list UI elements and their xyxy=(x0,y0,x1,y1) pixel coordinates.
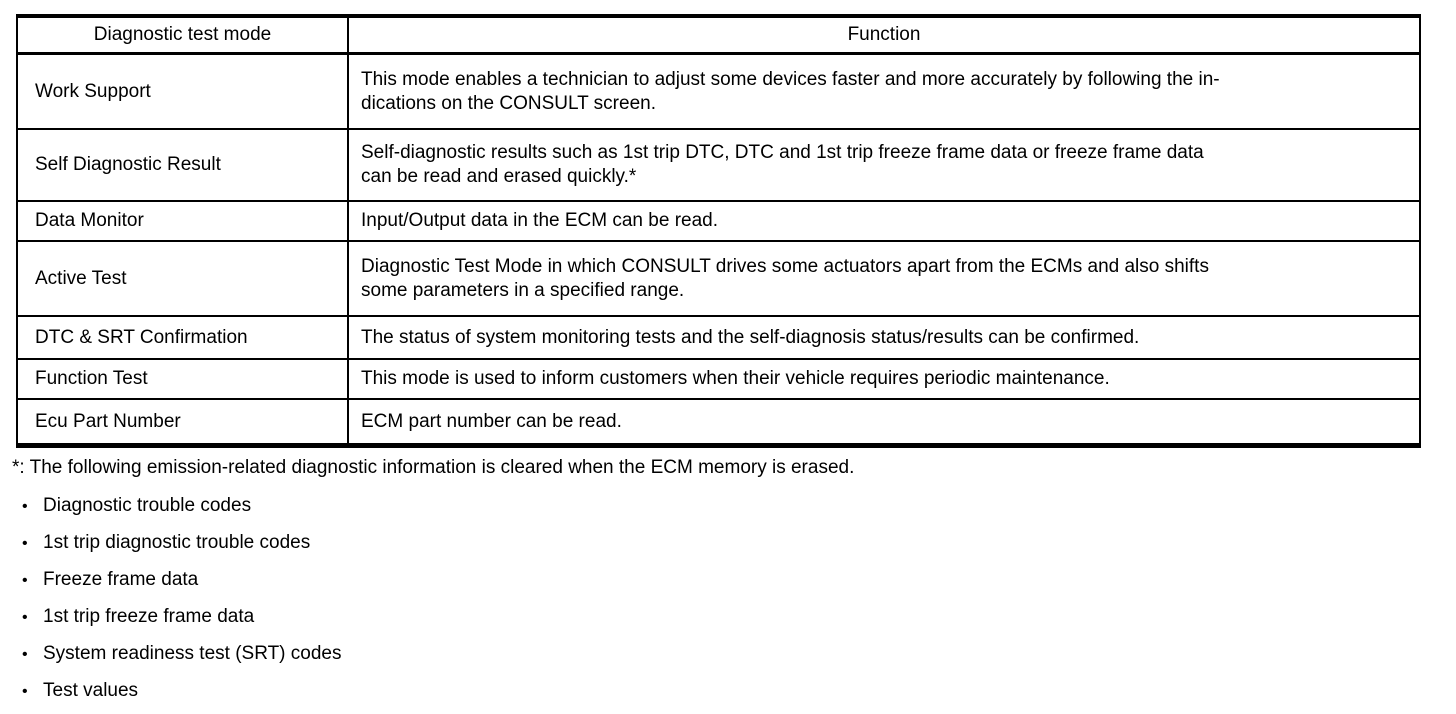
list-item: • 1st trip freeze frame data xyxy=(22,607,1456,628)
table-row: Work Support This mode enables a technic… xyxy=(16,52,1421,130)
table-row: DTC & SRT Confirmation The status of sys… xyxy=(16,315,1421,360)
function-cell: ECM part number can be read. xyxy=(347,398,1421,447)
table-row: Data Monitor Input/Output data in the EC… xyxy=(16,200,1421,242)
function-cell: The status of system monitoring tests an… xyxy=(347,315,1421,360)
function-cell: Input/Output data in the ECM can be read… xyxy=(347,200,1421,242)
mode-cell: DTC & SRT Confirmation xyxy=(16,315,349,360)
mode-cell: Self Diagnostic Result xyxy=(16,128,349,202)
mode-cell: Function Test xyxy=(16,358,349,400)
column-header-diagnostic-test-mode: Diagnostic test mode xyxy=(16,16,349,55)
list-item-label: 1st trip diagnostic trouble codes xyxy=(43,532,311,553)
bullet-icon: • xyxy=(22,683,28,700)
bullet-icon: • xyxy=(22,646,28,663)
list-item-label: System readiness test (SRT) codes xyxy=(43,643,342,664)
table-row: Active Test Diagnostic Test Mode in whic… xyxy=(16,240,1421,317)
function-cell: Diagnostic Test Mode in which CONSULT dr… xyxy=(347,240,1421,317)
list-item-label: Diagnostic trouble codes xyxy=(43,495,252,516)
table-row: Self Diagnostic Result Self-diagnostic r… xyxy=(16,128,1421,202)
diagnostic-test-mode-table: Diagnostic test mode Function Work Suppo… xyxy=(16,14,1421,448)
mode-cell: Active Test xyxy=(16,240,349,317)
function-cell: This mode enables a technician to adjust… xyxy=(347,52,1421,130)
column-header-function: Function xyxy=(347,16,1421,55)
bullet-icon: • xyxy=(22,609,28,626)
list-item-label: Freeze frame data xyxy=(43,569,199,590)
function-cell: This mode is used to inform customers wh… xyxy=(347,358,1421,400)
table-row: Function Test This mode is used to infor… xyxy=(16,358,1421,400)
asterisk-footnote: *: The following emission-related diagno… xyxy=(12,457,855,478)
list-item: • 1st trip diagnostic trouble codes xyxy=(22,533,1456,554)
table-row: Ecu Part Number ECM part number can be r… xyxy=(16,398,1421,447)
mode-cell: Data Monitor xyxy=(16,200,349,242)
mode-cell: Work Support xyxy=(16,52,349,130)
list-item: • System readiness test (SRT) codes xyxy=(22,644,1456,665)
table-header-row: Diagnostic test mode Function xyxy=(16,16,1421,55)
list-item-label: 1st trip freeze frame data xyxy=(43,606,255,627)
bullet-icon: • xyxy=(22,535,28,552)
mode-cell: Ecu Part Number xyxy=(16,398,349,447)
list-item: • Freeze frame data xyxy=(22,570,1456,591)
bullet-icon: • xyxy=(22,572,28,589)
manual-page: Diagnostic test mode Function Work Suppo… xyxy=(0,14,1456,714)
list-item: • Test values xyxy=(22,681,1456,702)
list-item-label: Test values xyxy=(43,680,139,701)
cleared-information-list: • Diagnostic trouble codes • 1st trip di… xyxy=(0,496,1456,702)
function-cell: Self-diagnostic results such as 1st trip… xyxy=(347,128,1421,202)
bullet-icon: • xyxy=(22,498,28,515)
list-item: • Diagnostic trouble codes xyxy=(22,496,1456,517)
